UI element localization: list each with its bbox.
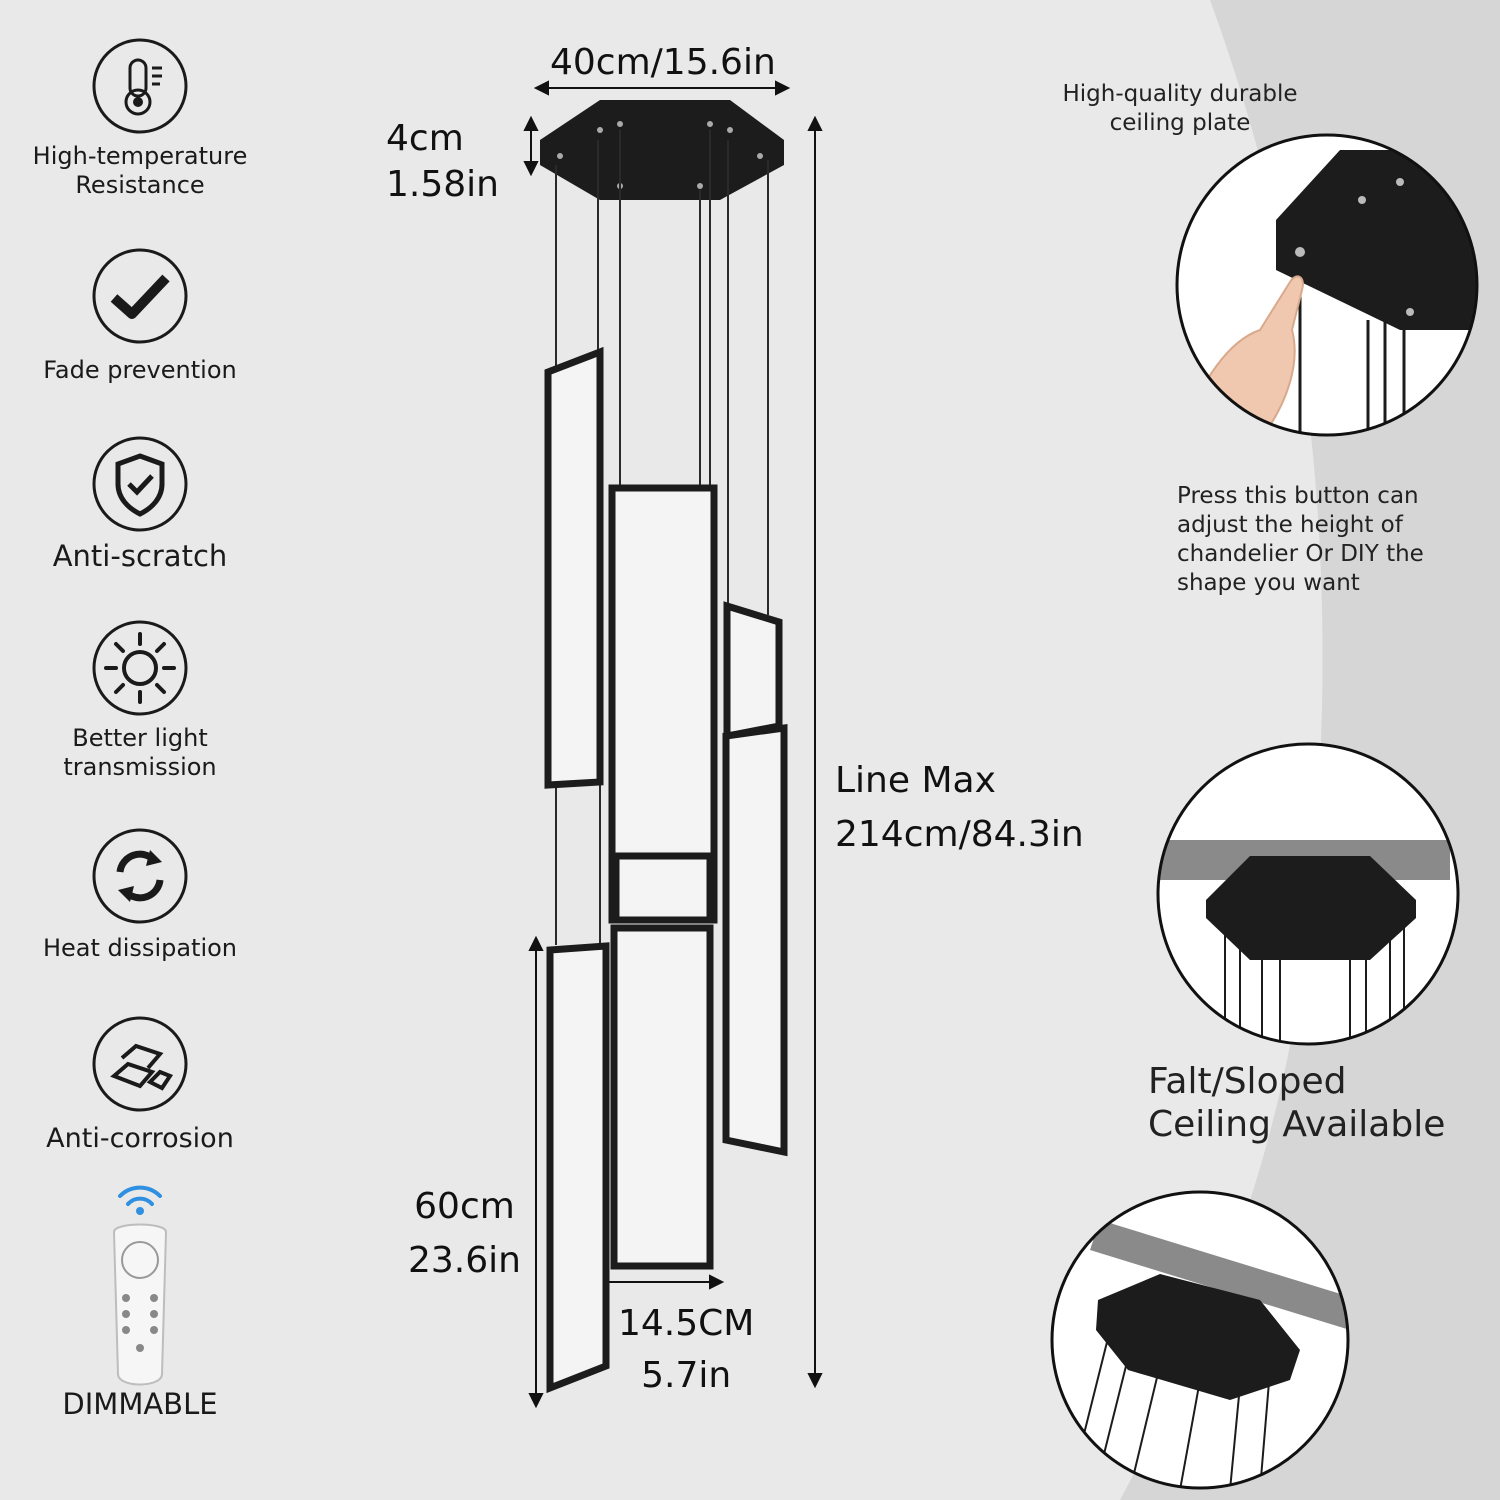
feature-label: Anti-scratch bbox=[52, 539, 228, 573]
thermometer-icon bbox=[92, 38, 188, 134]
feature-fade-prevention: Fade prevention bbox=[30, 248, 250, 385]
zoom-circle-sloped-ceiling bbox=[1050, 1190, 1350, 1490]
checkmark-icon bbox=[92, 248, 188, 344]
feature-anti-corrosion: Anti-corrosion bbox=[30, 1016, 250, 1153]
ingots-icon bbox=[92, 1016, 188, 1112]
cycle-arrows-icon bbox=[92, 828, 188, 924]
feature-label: Anti-corrosion bbox=[46, 1123, 234, 1154]
zoom-circle-flat-ceiling bbox=[1156, 742, 1460, 1046]
remote-label: DIMMABLE bbox=[62, 1387, 218, 1421]
feature-anti-scratch: Anti-scratch bbox=[30, 436, 250, 571]
sun-icon bbox=[92, 620, 188, 716]
remote-block: DIMMABLE bbox=[30, 1178, 250, 1419]
remote-control-icon bbox=[112, 1185, 168, 1386]
ceiling-plate bbox=[540, 100, 784, 200]
light-panels bbox=[544, 346, 788, 1394]
dimension-plate-width: 40cm/15.6in bbox=[550, 42, 776, 83]
feature-heat-dissipation: Heat dissipation bbox=[30, 828, 250, 963]
feature-label: Fade prevention bbox=[43, 356, 237, 384]
feature-label: Heat dissipation bbox=[42, 934, 238, 962]
dimension-lines bbox=[523, 80, 823, 1409]
zoom-circle-plate bbox=[1175, 133, 1479, 437]
shield-check-icon bbox=[92, 436, 188, 532]
suspension-wires bbox=[555, 130, 769, 945]
